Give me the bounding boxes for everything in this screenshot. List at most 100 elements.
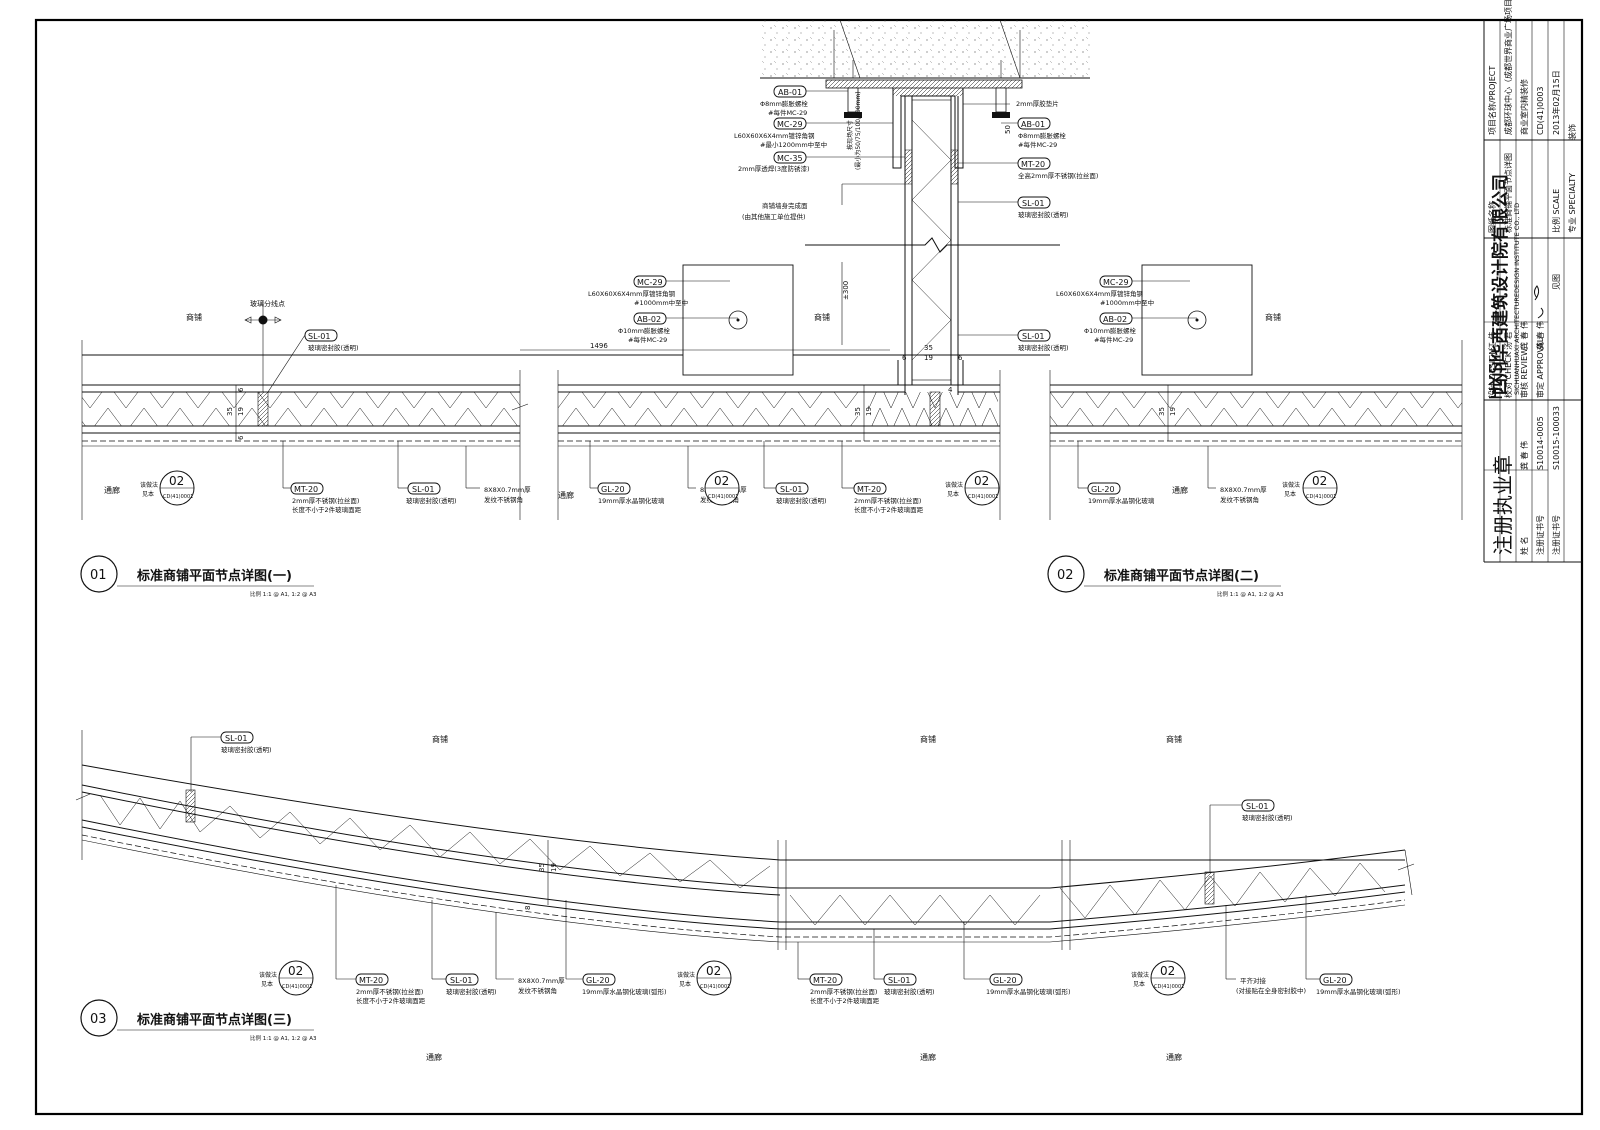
tag-gl20-03a: GL-20 [586,976,610,985]
dim-4: 4 [948,386,953,394]
tag-mc29-01-desc2: #1000mm中至中 [634,298,688,307]
tag-gl20-03c-desc1: 19mm厚水晶钢化玻璃(弧形) [1316,987,1401,996]
tag-sl01-top-desc1: 玻璃密封胶(透明) [1018,210,1069,219]
dim-35-02: 35 [1158,407,1166,416]
company-name-cn: 四川华西建筑设计院有限公司 [1490,174,1511,395]
detail-titles: 01 标准商铺平面节点详图(一) 比例 1:1 @ A1, 1:2 @ A3 0… [80,555,1284,1042]
tag-gl20-02-desc1: 19mm厚水晶钢化玻璃 [1088,496,1155,505]
steel-corner-01b: 发纹不锈钢角 [484,495,523,504]
reg-cert-no: S10014-0005 [1536,416,1545,470]
tag-mt20-03a-desc2: 长度不小于2件玻璃面距 [356,996,426,1005]
role-label-check: 校对 CHECK [1503,351,1513,398]
corridor-label-03b: 通廊 [920,1052,936,1062]
detail-01-right [557,264,1001,520]
tag-mt20-01-desc1: 2mm厚不锈钢(拉丝面) [292,496,359,505]
ref-bubble-05-hint1: 该做法 [259,971,277,979]
tag-mc35-desc1: 2mm厚透焊(3度防锈漆) [738,164,810,173]
stamp-label: 注册执业章 [1491,455,1515,555]
role-name-check: 汤 君 [1504,331,1513,350]
dim-19-01: 19 [237,407,245,416]
tag-ab02-02: AB-02 [1103,315,1127,324]
align-note1: 平齐对接 [1240,976,1267,985]
ref-bubble-05: 02 CD(41)0001 该做法 见本 [259,960,314,996]
tag-mt20-03b: MT-20 [813,976,837,985]
tag-mt20-01: MT-20 [294,485,318,494]
signature-mark [1534,285,1544,319]
tag-mt20-03a-desc1: 2mm厚不锈钢(拉丝面) [356,987,423,996]
ref-bubble-06-hint2: 见本 [679,980,691,988]
role-name-approval: 龚 春 伟 [1535,321,1545,350]
ref-bubble-05-hint2: 见本 [261,980,273,988]
tag-sl01-01: SL-01 [308,332,330,341]
shop-label-01b: 商铺 [814,312,830,322]
steel-corner-02b: 发纹不锈钢角 [1220,495,1259,504]
company-logo: HXSJ [1486,357,1507,400]
steel-corner-01a: 8X8X0.7mm厚 [484,486,531,494]
detail-scale-01: 比例 1:1 @ A1, 1:2 @ A3 [250,590,317,598]
shim-note: 2mm厚胶垫片 [1016,99,1059,108]
tag-mc29-top-desc2: #最小1200mm中至中 [760,140,827,149]
role-label-design: 设计 DESIGN [1487,349,1497,398]
tag-gl20-03b-desc1: 19mm厚水晶钢化玻璃(弧形) [986,987,1071,996]
ref-bubble-05-num: 02 [288,964,303,978]
ref-bubble-03-num: 02 [974,474,989,488]
ref-bubble-06: 02 CD(41)0001 该做法 见本 [677,960,732,996]
tag-mc29-02-desc1: L60X60X6X4mm厚镀锌角钢 [1056,289,1143,298]
reg-cert-no2: S10015-100033 [1552,406,1561,470]
detail-title-03: 03 标准商铺平面节点详图(三) 比例 1:1 @ A1, 1:2 @ A3 [80,999,317,1042]
sub-item: 商业室内精装修 [1519,79,1529,135]
tag-ab02-02-desc2: #每件MC-29 [1094,335,1133,344]
tag-sl01-03c-desc1: 玻璃密封胶(透明) [446,987,497,996]
dimensions: 1496 ±300 按现场尺寸 (最小为50/75/100/200mm) 35 … [226,91,1177,910]
dim-6-top-a: 6 [902,354,907,362]
tag-mt20-03b-desc1: 2mm厚不锈钢(拉丝面) [810,987,877,996]
tag-sl01-01b-desc1: 玻璃密封胶(透明) [406,496,457,505]
dim-8-03: 8 [524,906,532,910]
tag-mc29-02: MC-29 [1103,278,1129,287]
shop-label-03b: 商铺 [920,734,936,744]
ref-bubble-07-hint1: 该做法 [1131,971,1149,979]
date-value: 2013年02月15日 [1551,70,1561,135]
vert-note2: (最小为50/75/100/200mm) [854,91,862,170]
dim-6-01a: 6 [237,387,245,392]
tag-mt20-01b: MT-20 [857,485,881,494]
ref-bubble-03-sheet: CD(41)0001 [968,494,998,500]
ref-bubble-02-num: 02 [714,474,729,488]
project-label: 项目名称/PROJECT [1487,66,1497,135]
ref-bubble-04-num: 02 [1312,474,1327,488]
glass-split-label: 玻璃分线点 [250,299,285,308]
scale-value: 见图 [1552,274,1561,290]
tag-gl20-03a-desc1: 19mm厚水晶钢化玻璃(弧形) [582,987,667,996]
tag-ab01-left-desc2: #每件MC-29 [768,108,807,117]
wall-finish-note: 商铺墙身完成面 [762,201,808,210]
dim-35-01: 35 [226,407,234,416]
steel-corner-03a: 8X8X0.7mm厚 [518,977,565,985]
dim-19-02: 19 [1169,407,1177,416]
corridor-label-01: 通廊 [104,485,120,495]
role-label-review: 审核 REVIEW [1519,348,1529,398]
tag-mc29-02-desc2: #1000mm中至中 [1100,298,1154,307]
dim-50: 50 [1004,125,1012,134]
dim-300: ±300 [842,281,850,300]
anchor-bolt-left [844,60,862,118]
detail-num-03: 03 [90,1012,107,1027]
tag-sl01-03a-desc1: 玻璃密封胶(透明) [221,745,272,754]
detail-scale-02: 比例 1:1 @ A1, 1:2 @ A3 [1217,590,1284,598]
specialty-value: 装饰 [1567,124,1577,140]
tag-sl01-03c: SL-01 [450,976,472,985]
shop-label-03a: 商铺 [432,734,448,744]
tag-mt20-01b-desc2: 长度不小于2件玻璃面距 [854,505,924,514]
tag-mt20-03b-desc2: 长度不小于2件玻璃面距 [810,996,880,1005]
tag-sl01-top: SL-01 [1022,199,1044,208]
wall-finish-note2: (由其他施工单位提供) [742,212,806,221]
ref-bubble-06-num: 02 [706,964,721,978]
reg-label-cert: 注册证书号 [1535,515,1545,555]
dim-35-01b: 35 [854,407,862,416]
area-labels: 商铺 商铺 商铺 通廊 通廊 通廊 玻璃分线点 商铺 商铺 商铺 通廊 通廊 通… [104,299,1281,1062]
vert-note1: 按现场尺寸 [846,120,854,150]
ref-bubble-01-num: 02 [169,474,184,488]
ref-bubble-06-sheet: CD(41)0001 [700,984,730,990]
tag-sl01-01-desc1: 玻璃密封胶(透明) [308,343,359,352]
tag-mt20-01b-desc1: 2mm厚不锈钢(拉丝面) [854,496,921,505]
ref-bubble-03: 02 CD(41)0001 该做法 见本 [945,470,1000,506]
